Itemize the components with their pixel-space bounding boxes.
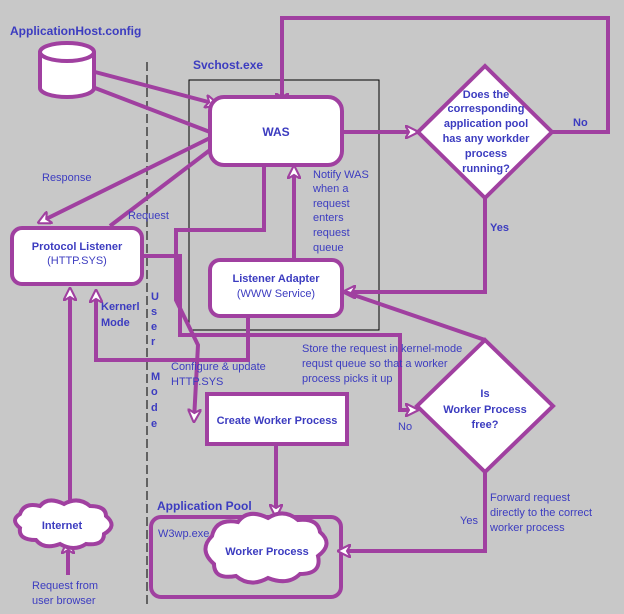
user-mode-vertical-label: U s e r M o d e — [151, 291, 160, 430]
request-from-line-1: Request from — [32, 580, 98, 592]
notify-line-4: enters — [313, 212, 344, 224]
user-mode-letter: e — [151, 321, 157, 333]
store-line-3: process picks it up — [302, 373, 392, 385]
protocol-listener-label: Protocol Listener — [32, 241, 123, 253]
kernel-label: Kernerl — [101, 301, 140, 313]
notify-line-2: when a — [312, 183, 349, 195]
app-host-config-label: ApplicationHost.config — [10, 24, 141, 38]
was-label: WAS — [262, 125, 289, 139]
yes-mid-label: Yes — [490, 222, 509, 234]
mode-label: Mode — [101, 317, 130, 329]
svchost-label: Svchost.exe — [193, 58, 263, 72]
config-database-icon — [38, 41, 96, 99]
worker-process-label: Worker Process — [225, 546, 309, 558]
request-from-line-2: user browser — [32, 595, 96, 607]
app-pool-label: Application Pool — [157, 499, 252, 513]
user-mode-letter: e — [151, 418, 157, 430]
is-line-2: Worker Process — [443, 404, 527, 416]
forward-line-2: directly to the correct — [490, 507, 592, 519]
notify-line-5: request — [313, 227, 350, 239]
user-mode-letter: s — [151, 306, 157, 318]
store-line-1: Store the request in kernel-mode — [302, 343, 462, 355]
forward-line-1: Forward request — [490, 492, 570, 504]
create-worker-process-box — [205, 392, 349, 446]
listener-adapter-label: Listener Adapter — [232, 273, 320, 285]
question-line-2: corresponding — [447, 103, 524, 115]
worker-process-cloud — [203, 511, 329, 585]
notify-line-6: queue — [313, 242, 344, 254]
connectors — [40, 16, 610, 575]
notify-line-3: request — [313, 198, 350, 210]
internet-label: Internet — [42, 520, 83, 532]
user-mode-letter: U — [151, 291, 159, 303]
worker-free-decision — [414, 337, 556, 475]
question-line-6: running? — [462, 163, 510, 175]
question-line-3: application pool — [444, 118, 528, 130]
listener-adapter-box — [208, 258, 344, 318]
store-line-2: requst queue so that a worker — [302, 358, 448, 370]
is-line-3: free? — [472, 419, 499, 431]
was-box — [208, 95, 344, 167]
configure-line-1: Configure & update — [171, 361, 266, 373]
is-line-1: Is — [480, 388, 489, 400]
www-service-label: (WWW Service) — [237, 288, 315, 300]
http-sys-label: (HTTP.SYS) — [47, 255, 107, 267]
configure-line-2: HTTP.SYS — [171, 376, 223, 388]
w3wp-label: W3wp.exe — [158, 528, 209, 540]
worker-running-decision — [415, 63, 555, 201]
no-top-label: No — [573, 117, 588, 129]
yes-bottom-label: Yes — [460, 515, 478, 527]
forward-line-3: worker process — [489, 522, 565, 534]
user-mode-letter: o — [151, 386, 158, 398]
user-mode-letter: d — [151, 402, 158, 414]
notify-line-1: Notify WAS — [313, 169, 369, 181]
user-mode-letter: r — [151, 336, 156, 348]
question-line-5: process — [465, 148, 507, 160]
question-line-4: has any workder — [443, 133, 531, 145]
no-bottom-label: No — [398, 421, 412, 433]
request-label: Request — [128, 210, 169, 222]
user-mode-letter: M — [151, 371, 160, 383]
protocol-listener-box — [10, 226, 144, 286]
create-worker-label: Create Worker Process — [217, 415, 338, 427]
question-line-1: Does the — [463, 89, 509, 101]
internet-cloud — [13, 498, 114, 550]
response-label: Response — [42, 172, 92, 184]
